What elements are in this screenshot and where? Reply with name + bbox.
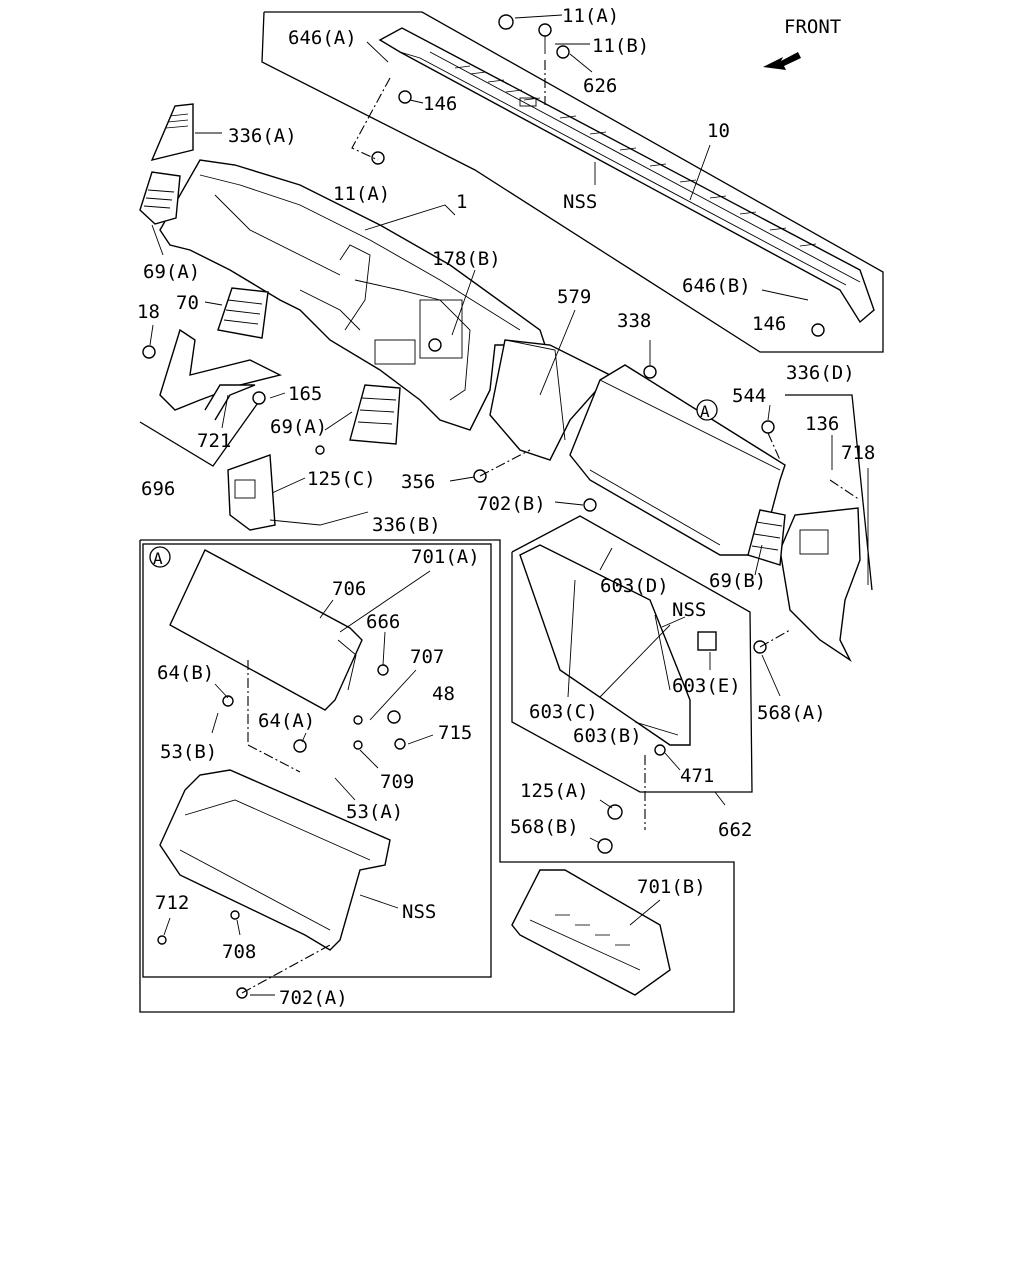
callout-53b: 53(B)	[160, 741, 217, 763]
callout-666: 666	[366, 611, 400, 633]
callout-471: 471	[680, 765, 714, 787]
callout-603e: 603(E)	[672, 675, 741, 697]
callout-165: 165	[288, 383, 322, 405]
callout-nss-bottom: NSS	[402, 901, 436, 923]
glovebox-lid-706	[169, 549, 363, 711]
callout-603d: 603(D)	[600, 575, 669, 597]
callout-568b: 568(B)	[510, 816, 579, 838]
callout-146-top: 146	[423, 93, 457, 115]
fastener-icons	[142, 14, 825, 999]
view-marker-a-top: A	[696, 399, 718, 421]
callout-544: 544	[732, 385, 766, 407]
callout-721: 721	[197, 430, 231, 452]
callout-338: 338	[617, 310, 651, 332]
lower-bracket-696	[159, 328, 283, 421]
callout-568a: 568(A)	[757, 702, 826, 724]
upper-panel-group-frame	[261, 11, 884, 353]
callout-48: 48	[432, 683, 455, 705]
callout-136: 136	[805, 413, 839, 435]
callout-707: 707	[410, 646, 444, 668]
callout-626: 626	[583, 75, 617, 97]
svg-text:A: A	[700, 402, 710, 421]
callout-696: 696	[141, 478, 175, 500]
inset-a-frame	[142, 543, 492, 978]
callout-nss-right: NSS	[672, 599, 706, 621]
callout-11a-mid: 11(A)	[333, 183, 390, 205]
callout-701a: 701(A)	[411, 546, 480, 568]
callout-603b: 603(B)	[573, 725, 642, 747]
callout-356: 356	[401, 471, 435, 493]
lower-assembly-outer-frame	[139, 539, 735, 1013]
callout-146-right: 146	[752, 313, 786, 335]
callout-709: 709	[380, 771, 414, 793]
callout-11a-top: 11(A)	[562, 5, 619, 27]
callout-125a: 125(A)	[520, 780, 589, 802]
side-cover-336d	[779, 507, 861, 663]
side-cover-group-frame	[785, 394, 873, 591]
callout-18: 18	[137, 301, 160, 323]
callout-64b: 64(B)	[157, 662, 214, 684]
callout-712: 712	[155, 892, 189, 914]
callout-662: 662	[718, 819, 752, 841]
callout-53a: 53(A)	[346, 801, 403, 823]
lower-cover-336b	[227, 454, 276, 531]
callout-64a: 64(A)	[258, 710, 315, 732]
front-label: FRONT	[784, 16, 841, 38]
callout-702a: 702(A)	[279, 987, 348, 1009]
callout-178b: 178(B)	[432, 248, 501, 270]
callout-718: 718	[841, 442, 875, 464]
callout-69b: 69(B)	[709, 570, 766, 592]
callout-579: 579	[557, 286, 591, 308]
callout-646b: 646(B)	[682, 275, 751, 297]
center-vent-69a	[349, 384, 401, 445]
left-side-vent	[139, 171, 181, 225]
side-cap-336a	[150, 103, 194, 162]
upper-dash-panel	[378, 27, 875, 324]
callout-336b: 336(B)	[372, 514, 441, 536]
callout-603c: 603(C)	[529, 701, 598, 723]
label-603e	[697, 631, 717, 651]
callout-11b: 11(B)	[592, 35, 649, 57]
glovebox-upper	[569, 364, 786, 556]
duct-579	[489, 339, 612, 461]
glovebox-lid-group-frame	[511, 515, 753, 793]
view-marker-a-inset: A	[149, 546, 171, 568]
assembly-guide-lines	[241, 60, 861, 994]
front-arrow-icon	[763, 52, 801, 70]
callout-labels: 11(A) 11(B) 646(A) 626 146 336(A) 10 11(…	[137, 5, 875, 1009]
callout-715: 715	[438, 722, 472, 744]
callout-708: 708	[222, 941, 256, 963]
callout-70: 70	[176, 292, 199, 314]
callout-336d: 336(D)	[786, 362, 855, 384]
callout-702b: 702(B)	[477, 493, 546, 515]
callout-1: 1	[456, 191, 467, 213]
leader-lines	[149, 14, 869, 996]
instrument-panel-main	[159, 159, 546, 431]
callout-706: 706	[332, 578, 366, 600]
callout-125c: 125(C)	[307, 468, 376, 490]
callout-646a: 646(A)	[288, 27, 357, 49]
glovebox-housing-nss	[159, 769, 391, 951]
svg-text:A: A	[153, 549, 163, 568]
callout-nss-top: NSS	[563, 191, 597, 213]
side-vent-69b	[747, 509, 786, 566]
lower-bracket-group-frame	[139, 399, 261, 467]
glovebox-lid-662	[519, 544, 691, 746]
glovebox-701b	[511, 869, 671, 996]
center-vent-70	[217, 287, 269, 339]
callout-701b: 701(B)	[637, 876, 706, 898]
callout-10: 10	[707, 120, 730, 142]
callout-69a-center: 69(A)	[270, 416, 327, 438]
callout-336a: 336(A)	[228, 125, 297, 147]
callout-69a-left: 69(A)	[143, 261, 200, 283]
